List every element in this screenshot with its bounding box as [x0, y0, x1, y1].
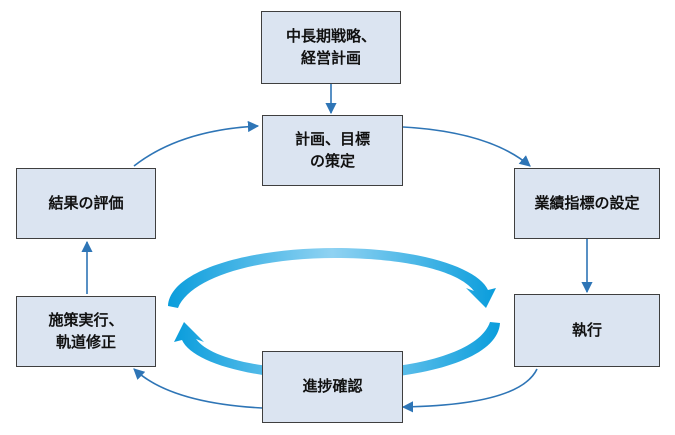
node-planning-line1: 計画、目標 — [294, 129, 370, 148]
node-strategy-line2: 経営計画 — [300, 48, 361, 67]
node-execution: 執行 — [514, 294, 660, 367]
arrow-execution-to-progress — [401, 368, 538, 413]
node-strategy: 中長期戦略、 経営計画 — [261, 11, 401, 84]
node-strategy-line1: 中長期戦略、 — [285, 26, 376, 45]
arrow-evaluation-to-planning — [133, 120, 260, 167]
node-planning: 計画、目標 の策定 — [262, 115, 403, 186]
node-evaluation-line1: 結果の評価 — [48, 193, 124, 212]
node-execution-line1: 執行 — [571, 320, 602, 339]
node-evaluation: 結果の評価 — [16, 168, 156, 239]
arrow-planning-to-kpi — [402, 126, 531, 167]
node-progress-line1: 進捗確認 — [302, 377, 363, 396]
node-action-line1: 施策実行、 — [48, 310, 124, 329]
node-progress: 進捗確認 — [262, 351, 403, 423]
cycle-arrow-bottom — [174, 322, 500, 380]
node-action: 施策実行、 軌道修正 — [16, 296, 156, 367]
cycle-arrow-top — [168, 248, 496, 308]
node-kpi-line1: 業績指標の設定 — [534, 193, 640, 212]
arrow-progress-to-action — [133, 368, 263, 409]
node-kpi: 業績指標の設定 — [514, 168, 660, 239]
node-action-line2: 軌道修正 — [55, 332, 116, 351]
node-planning-line2: の策定 — [309, 151, 355, 170]
